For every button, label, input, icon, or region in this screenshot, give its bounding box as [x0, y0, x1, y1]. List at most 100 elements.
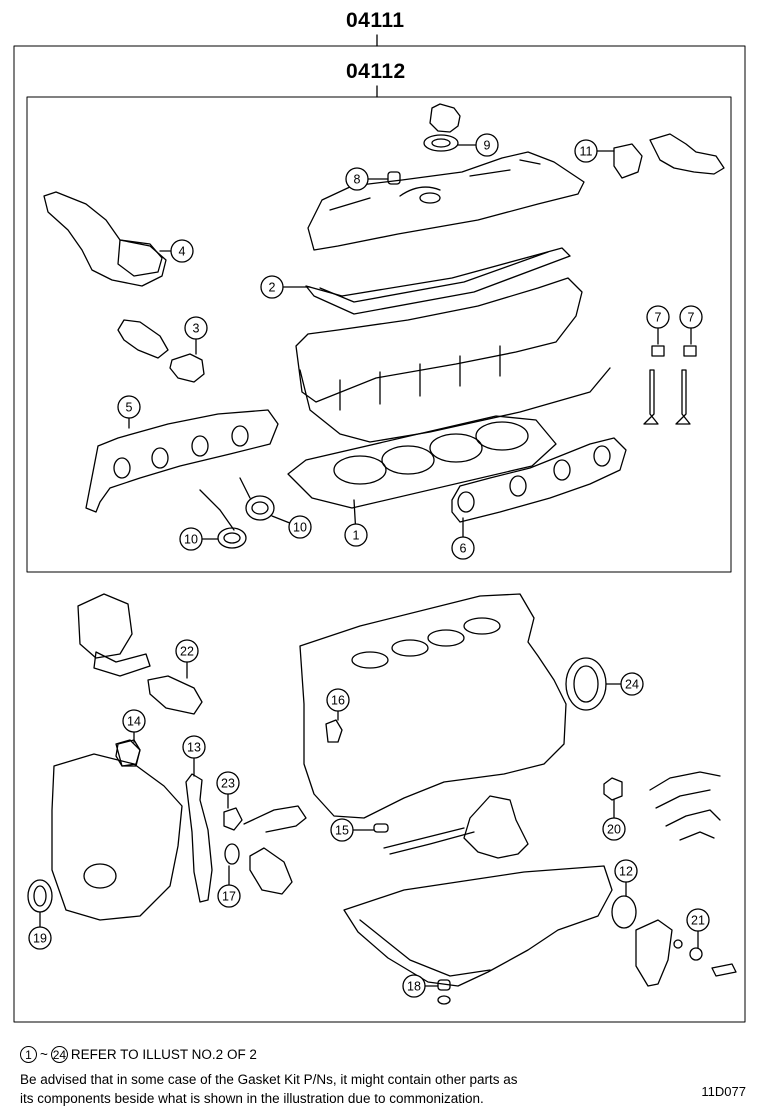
callout-leader-10 — [271, 515, 291, 524]
fuel-pump-drawing — [77, 593, 203, 715]
callout-circle-24 — [620, 672, 644, 696]
callout-number-5: 5 — [126, 401, 133, 415]
callout-17: 17 — [217, 865, 241, 908]
note-line-2: its components beside what is shown in t… — [20, 1091, 484, 1106]
callout-1: 1 — [344, 499, 368, 547]
callout-13: 13 — [182, 735, 206, 777]
note-line-1: Be advised that in some case of the Gask… — [20, 1072, 518, 1087]
callout-circle-1 — [344, 523, 368, 547]
callout-5: 5 — [117, 395, 141, 429]
callout-23: 23 — [216, 771, 240, 809]
callout-number-12: 12 — [619, 865, 633, 879]
callout-number-9: 9 — [484, 139, 491, 153]
callout-leader-1 — [353, 499, 357, 525]
callout-number-1: 1 — [353, 529, 360, 543]
callout-circle-22 — [175, 639, 199, 663]
callout-circle-23 — [216, 771, 240, 795]
timing-gaskets-drawing — [185, 773, 307, 903]
callout-number-18: 18 — [407, 980, 421, 994]
callout-number-10: 10 — [184, 533, 198, 547]
footer-reference: 1 ~ 24 REFER TO ILLUST NO.2 OF 2 — [20, 1046, 257, 1063]
callout-number-10: 10 — [293, 521, 307, 535]
callout-circle-21 — [686, 908, 710, 932]
callout-number-8: 8 — [354, 173, 361, 187]
head-cover-drawing — [307, 151, 585, 251]
callout-circle-16 — [326, 688, 350, 712]
callout-circle-10 — [179, 527, 203, 551]
callout-circle-18 — [402, 974, 426, 998]
oil-strainer-drawing — [373, 795, 529, 859]
callout-number-15: 15 — [335, 824, 349, 838]
hose-bundle-drawing — [603, 771, 721, 841]
callout-2: 2 — [260, 275, 311, 299]
callout-18: 18 — [402, 974, 439, 998]
callout-circle-12 — [614, 859, 638, 883]
small-gaskets-drawing — [115, 719, 343, 767]
ref-start-circle: 1 — [20, 1046, 37, 1063]
callout-10: 10 — [179, 527, 219, 551]
callout-number-21: 21 — [691, 914, 705, 928]
callout-7: 7 — [646, 305, 670, 345]
timing-cover-drawing — [51, 739, 183, 921]
callout-circle-10 — [288, 515, 312, 539]
callout-19: 19 — [28, 911, 52, 950]
callout-3: 3 — [184, 316, 208, 355]
oil-filter-bracket-drawing — [635, 919, 737, 987]
callout-number-19: 19 — [33, 932, 47, 946]
callout-16: 16 — [326, 688, 350, 721]
callout-circle-14 — [122, 709, 146, 733]
kit-label-outer: 04111 — [346, 9, 405, 32]
callout-circle-17 — [217, 884, 241, 908]
oil-filler-cap-drawing — [423, 103, 461, 152]
callout-circle-11 — [574, 139, 598, 163]
kit-frames — [13, 34, 746, 1023]
head-cover-gasket-drawing — [305, 247, 571, 315]
callout-number-2: 2 — [269, 281, 276, 295]
callout-circle-15 — [330, 818, 354, 842]
callout-circle-9 — [475, 133, 499, 157]
callout-circle-6 — [451, 536, 475, 560]
oring-drawing — [611, 895, 637, 929]
callout-circle-3 — [184, 316, 208, 340]
sensor-drawing — [117, 319, 205, 383]
kit-label-inner: 04112 — [346, 60, 406, 83]
callout-8: 8 — [345, 167, 389, 191]
callout-number-20: 20 — [607, 823, 621, 837]
drain-plug-drawing — [437, 979, 451, 1005]
callout-number-16: 16 — [331, 694, 345, 708]
housing-drawing — [613, 133, 725, 179]
callout-circle-2 — [260, 275, 284, 299]
ref-tilde: ~ — [40, 1047, 48, 1062]
callout-circle-7 — [646, 305, 670, 329]
valve-drawing — [643, 345, 697, 425]
callout-circle-5 — [117, 395, 141, 419]
callout-number-23: 23 — [221, 777, 235, 791]
callout-number-7: 7 — [655, 311, 662, 325]
callout-number-11: 11 — [580, 145, 593, 159]
callout-number-24: 24 — [625, 678, 639, 692]
rear-oil-seal-drawing — [565, 657, 607, 711]
head-gasket-drawing — [287, 415, 557, 509]
callout-number-17: 17 — [222, 890, 236, 904]
callout-6: 6 — [451, 517, 475, 560]
callout-circle-8 — [345, 167, 369, 191]
callout-number-3: 3 — [193, 322, 200, 336]
callout-number-4: 4 — [179, 245, 186, 259]
callout-12: 12 — [614, 859, 638, 897]
oil-pan-drawing — [343, 865, 613, 987]
callout-circle-19 — [28, 926, 52, 950]
callout-circle-7 — [679, 305, 703, 329]
callout-22: 22 — [175, 639, 199, 679]
cylinder-block-drawing — [299, 593, 567, 819]
callout-10: 10 — [271, 515, 312, 539]
callout-number-7: 7 — [688, 311, 695, 325]
callout-circle-20 — [602, 817, 626, 841]
callout-15: 15 — [330, 818, 375, 842]
callout-14: 14 — [122, 709, 146, 743]
callout-circle-4 — [170, 239, 194, 263]
callout-7: 7 — [679, 305, 703, 345]
callout-number-13: 13 — [187, 741, 201, 755]
